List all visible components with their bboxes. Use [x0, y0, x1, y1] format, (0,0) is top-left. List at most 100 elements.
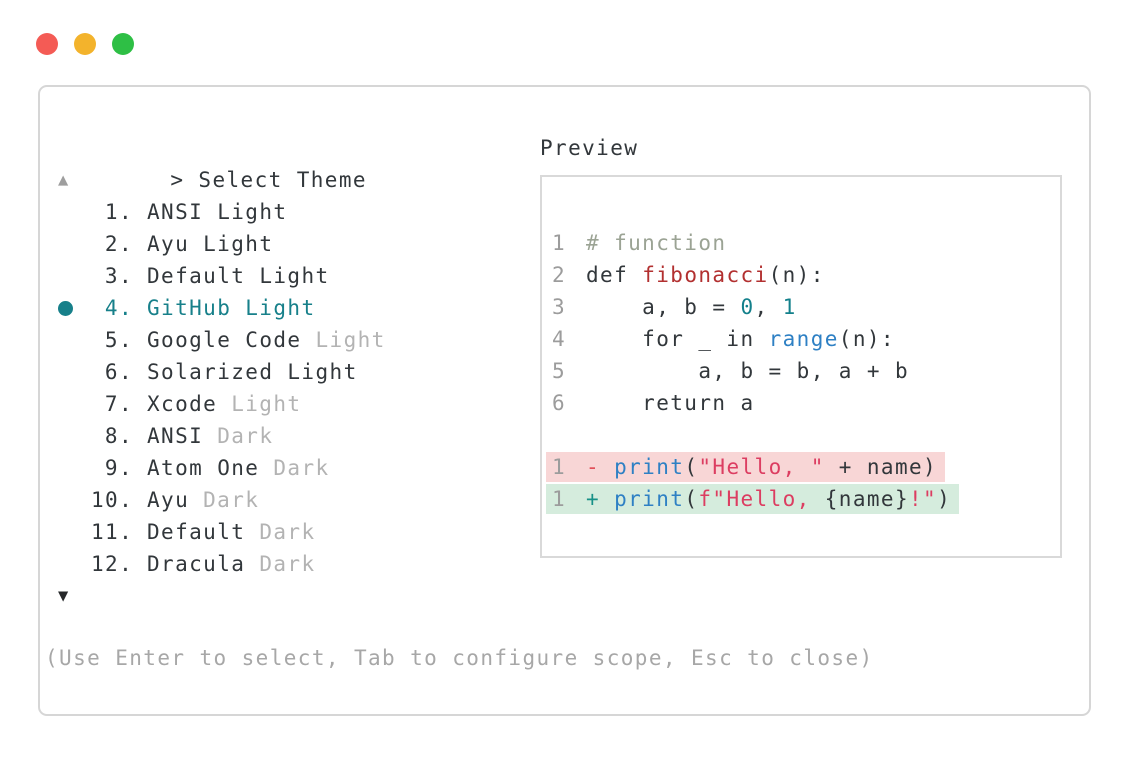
- minimize-button[interactable]: [74, 33, 96, 55]
- code-segment-number: 1: [782, 295, 797, 319]
- theme-item-number: 3.: [104, 264, 133, 288]
- code-segment-default: a, b = b, a + b: [586, 359, 909, 383]
- code-line: 3 a, b = 0, 1: [552, 291, 1060, 323]
- theme-item-number: 10.: [91, 488, 134, 512]
- theme-item-variant: Dark: [217, 424, 274, 448]
- theme-item-number: 2.: [104, 232, 133, 256]
- code-line: 4 for _ in range(n):: [552, 323, 1060, 355]
- theme-list-item[interactable]: 11. Default Dark: [58, 516, 528, 548]
- theme-item-variant: Light: [231, 392, 302, 416]
- theme-item-variant: Dark: [259, 552, 316, 576]
- theme-item-name: ANSI: [147, 200, 204, 224]
- line-number: 2: [552, 263, 567, 287]
- theme-item-variant: Light: [315, 328, 386, 352]
- theme-item-variant: Light: [287, 360, 358, 384]
- theme-item-name: Dracula: [147, 552, 246, 576]
- code-segment-builtin: range: [768, 327, 839, 351]
- code-segment-default: ): [937, 487, 952, 511]
- theme-item-variant: Light: [245, 296, 316, 320]
- theme-list-item[interactable]: 8. ANSI Dark: [58, 420, 528, 452]
- code-line: [552, 419, 1060, 451]
- theme-item-number: 12.: [91, 552, 134, 576]
- code-segment-string: !": [909, 487, 938, 511]
- code-line: 2 def fibonacci(n):: [552, 259, 1060, 291]
- theme-list-item[interactable]: 1. ANSI Light: [58, 196, 528, 228]
- theme-item-name: GitHub: [147, 296, 232, 320]
- theme-item-variant: Light: [203, 232, 274, 256]
- theme-item-variant: Dark: [259, 520, 316, 544]
- code-line-content: 5 a, b = b, a + b: [546, 356, 917, 386]
- code-segment-default: (n):: [838, 327, 895, 351]
- select-theme-prompt: > Select Theme: [58, 132, 528, 192]
- preview-title: Preview: [540, 136, 639, 160]
- code-segment-default: a, b =: [586, 295, 741, 319]
- code-segment-default: (: [684, 455, 699, 479]
- theme-item-name: Solarized: [147, 360, 274, 384]
- theme-list-item[interactable]: 12. Dracula Dark: [58, 548, 528, 580]
- theme-item-number: 8.: [104, 424, 133, 448]
- code-segment-builtin: print: [614, 455, 685, 479]
- code-line: 1# function: [552, 227, 1060, 259]
- theme-item-name: ANSI: [147, 424, 204, 448]
- theme-item-name: Default: [147, 264, 246, 288]
- theme-list-item[interactable]: 10. Ayu Dark: [58, 484, 528, 516]
- code-segment-builtin: print: [614, 487, 685, 511]
- theme-list-item[interactable]: 4. GitHub Light: [58, 292, 528, 324]
- code-segment-default: + name): [824, 455, 938, 479]
- theme-item-number: 4.: [104, 296, 133, 320]
- help-text: (Use Enter to select, Tab to configure s…: [45, 646, 874, 670]
- code-segment-default: (n):: [768, 263, 825, 287]
- theme-item-name: Ayu: [147, 488, 190, 512]
- theme-item-number: 5.: [104, 328, 133, 352]
- line-number: 5: [552, 359, 567, 383]
- theme-item-variant: Dark: [203, 488, 260, 512]
- selected-bullet-marker: [58, 300, 91, 316]
- code-segment-function: fibonacci: [642, 263, 769, 287]
- select-theme-title: Select Theme: [198, 168, 367, 192]
- code-segment-default: (: [684, 487, 699, 511]
- line-number: 4: [552, 327, 567, 351]
- code-line-content: 6 return a: [546, 388, 763, 418]
- code-line-content: 3 a, b = 0, 1: [546, 292, 805, 322]
- code-segment-default: for _ in: [586, 327, 769, 351]
- scroll-up-icon[interactable]: ▲: [58, 170, 70, 190]
- code-segment-default: def: [586, 263, 643, 287]
- theme-item-variant: Dark: [273, 456, 330, 480]
- theme-item-name: Xcode: [147, 392, 218, 416]
- diff-line-removed: 1- print("Hello, " + name): [546, 452, 946, 482]
- code-segment-comment: # function: [586, 231, 727, 255]
- selected-bullet-icon: [58, 300, 73, 316]
- theme-item-number: 1.: [104, 200, 133, 224]
- code-segment-string: "Hello, ": [698, 455, 825, 479]
- code-line-content: 2 def fibonacci(n):: [546, 260, 833, 290]
- theme-item-name: Default: [147, 520, 246, 544]
- prompt-chevron-icon: >: [170, 168, 185, 192]
- code-line: 1- print("Hello, " + name): [546, 451, 1060, 483]
- scroll-down-icon[interactable]: ▼: [58, 586, 70, 606]
- window-controls: [36, 33, 134, 55]
- theme-item-name: Atom One: [147, 456, 260, 480]
- close-button[interactable]: [36, 33, 58, 55]
- theme-item-number: 11.: [91, 520, 134, 544]
- theme-item-variant: Light: [217, 200, 288, 224]
- code-segment-default: ,: [754, 295, 783, 319]
- line-number: 1: [552, 487, 567, 511]
- code-line-content: 4 for _ in range(n):: [546, 324, 903, 354]
- code-line: 5 a, b = b, a + b: [552, 355, 1060, 387]
- line-number: 1: [552, 455, 567, 479]
- line-number: 6: [552, 391, 567, 415]
- maximize-button[interactable]: [112, 33, 134, 55]
- code-line: 1+ print(f"Hello, {name}!"): [546, 483, 1060, 515]
